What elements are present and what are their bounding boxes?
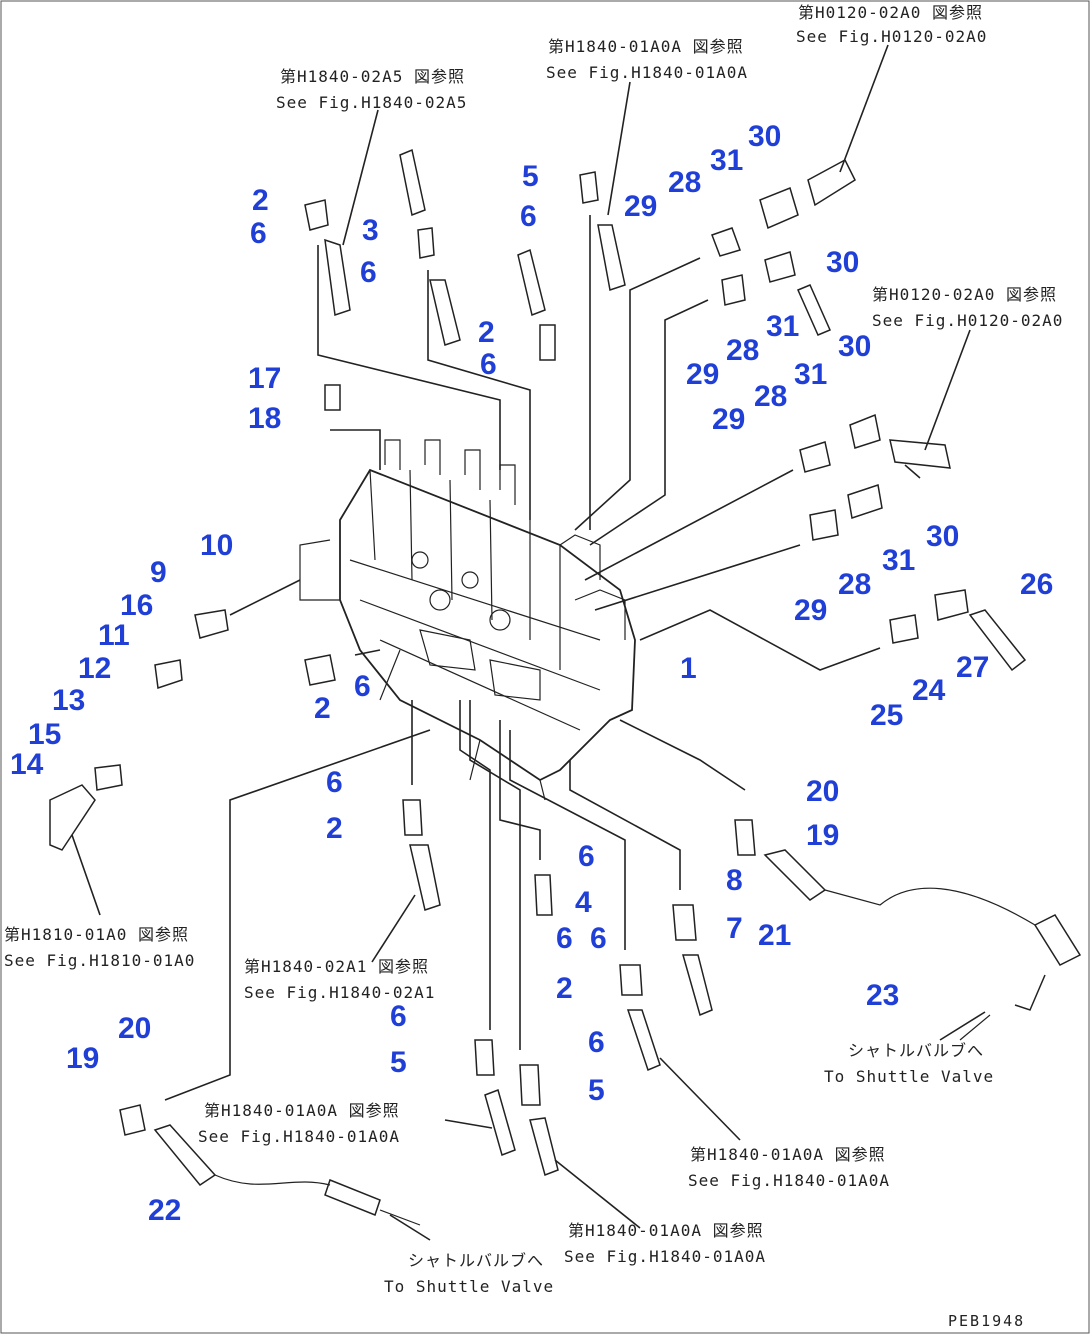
- part-number-13: 13: [52, 684, 85, 717]
- part-number-6: 6: [590, 922, 607, 955]
- part-number-2: 2: [252, 184, 269, 217]
- part-number-10: 10: [200, 529, 233, 562]
- part-number-16: 16: [120, 589, 153, 622]
- ref-note-en: See Fig.H1840-02A5: [276, 93, 467, 112]
- part-number-30: 30: [826, 246, 859, 279]
- ref-note-en: See Fig.H1840-01A0A: [564, 1247, 766, 1266]
- part-number-6: 6: [556, 922, 573, 955]
- part-number-28: 28: [668, 166, 701, 199]
- leader-lines: [164, 215, 881, 1101]
- part-number-29: 29: [794, 594, 827, 627]
- part-number-30: 30: [926, 520, 959, 553]
- destination-note-jp: シャトルバルブへ: [408, 1251, 544, 1270]
- ref-note-en: See Fig.H1840-02A1: [244, 983, 435, 1002]
- part-number-2: 2: [314, 692, 331, 725]
- components: [49, 148, 1082, 1226]
- ref-note-jp: 第H1840-01A0A 図参照: [690, 1145, 886, 1164]
- ref-note-jp: 第H1810-01A0 図参照: [4, 925, 189, 944]
- part-number-15: 15: [28, 718, 61, 751]
- part-number-8: 8: [726, 864, 743, 897]
- part-number-12: 12: [78, 652, 111, 685]
- part-number-1: 1: [680, 652, 697, 685]
- ref-note-en: See Fig.H0120-02A0: [872, 311, 1063, 330]
- ref-note-jp: 第H1840-01A0A 図参照: [548, 37, 744, 56]
- part-number-6: 6: [520, 200, 537, 233]
- part-number-2: 2: [478, 316, 495, 349]
- part-number-19: 19: [66, 1042, 99, 1075]
- part-number-6: 6: [588, 1026, 605, 1059]
- ref-note-jp: 第H1840-01A0A 図参照: [204, 1101, 400, 1120]
- part-number-21: 21: [758, 919, 791, 952]
- part-number-6: 6: [326, 766, 343, 799]
- part-number-31: 31: [794, 358, 827, 391]
- part-number-20: 20: [118, 1012, 151, 1045]
- part-number-5: 5: [390, 1046, 407, 1079]
- control-valve-body: [299, 439, 636, 801]
- part-number-28: 28: [838, 568, 871, 601]
- part-number-7: 7: [726, 912, 743, 945]
- ref-note-en: See Fig.H1810-01A0: [4, 951, 195, 970]
- destination-note-en: To Shuttle Valve: [384, 1277, 554, 1296]
- part-number-14: 14: [10, 748, 44, 781]
- part-number-22: 22: [148, 1194, 181, 1227]
- part-number-2: 2: [556, 972, 573, 1005]
- part-number-28: 28: [754, 380, 787, 413]
- part-number-6: 6: [390, 1000, 407, 1033]
- reference-notes: 第H1840-02A5 図参照 See Fig.H1840-02A5 第H184…: [4, 3, 1063, 1330]
- part-number-30: 30: [838, 330, 871, 363]
- part-number-31: 31: [710, 144, 743, 177]
- part-number-6: 6: [354, 670, 371, 703]
- part-number-23: 23: [866, 979, 899, 1012]
- part-number-30: 30: [748, 120, 781, 153]
- part-number-6: 6: [480, 348, 497, 381]
- part-number-18: 18: [248, 402, 281, 435]
- reference-arrows: [71, 44, 986, 1241]
- part-number-6: 6: [360, 256, 377, 289]
- ref-note-en: See Fig.H0120-02A0: [796, 27, 987, 46]
- ref-note-jp: 第H0120-02A0 図参照: [798, 3, 983, 22]
- ref-note-en: See Fig.H1840-01A0A: [198, 1127, 400, 1146]
- part-number-11: 11: [98, 619, 130, 652]
- part-number-25: 25: [870, 699, 903, 732]
- part-number-31: 31: [766, 310, 799, 343]
- part-number-2: 2: [326, 812, 343, 845]
- part-number-26: 26: [1020, 568, 1053, 601]
- part-number-19: 19: [806, 819, 839, 852]
- part-number-5: 5: [588, 1074, 605, 1107]
- part-number-29: 29: [712, 403, 745, 436]
- ref-note-jp: 第H0120-02A0 図参照: [872, 285, 1057, 304]
- part-number-17: 17: [248, 362, 281, 395]
- part-number-31: 31: [882, 544, 915, 577]
- destination-note-jp: シャトルバルブへ: [848, 1041, 984, 1060]
- ref-note-jp: 第H1840-02A1 図参照: [244, 957, 429, 976]
- part-number-4: 4: [575, 886, 592, 919]
- ref-note-jp: 第H1840-01A0A 図参照: [568, 1221, 764, 1240]
- drawing-code: PEB1948: [948, 1312, 1025, 1330]
- part-number-3: 3: [362, 214, 379, 247]
- part-number-29: 29: [624, 190, 657, 223]
- part-number-28: 28: [726, 334, 759, 367]
- ref-note-jp: 第H1840-02A5 図参照: [280, 67, 465, 86]
- part-number-6: 6: [250, 217, 267, 250]
- part-number-20: 20: [806, 775, 839, 808]
- part-number-24: 24: [912, 674, 946, 707]
- part-number-29: 29: [686, 358, 719, 391]
- ref-note-en: See Fig.H1840-01A0A: [688, 1171, 890, 1190]
- part-number-27: 27: [956, 651, 989, 684]
- destination-note-en: To Shuttle Valve: [824, 1067, 994, 1086]
- part-number-6: 6: [578, 840, 595, 873]
- ref-note-en: See Fig.H1840-01A0A: [546, 63, 748, 82]
- part-number-9: 9: [150, 556, 167, 589]
- part-number-5: 5: [522, 160, 539, 193]
